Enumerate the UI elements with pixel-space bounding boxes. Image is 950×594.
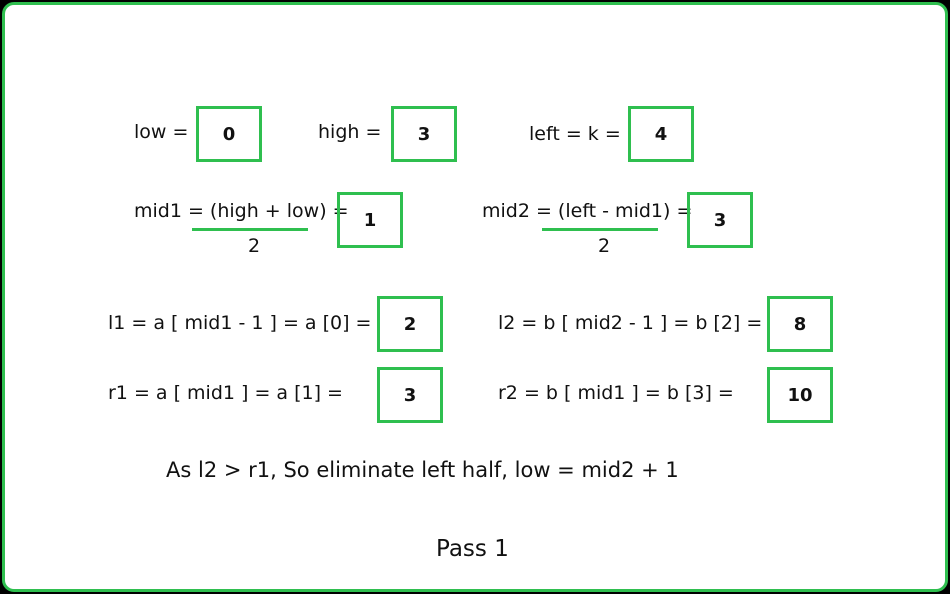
r2-value-box: 10 xyxy=(767,367,833,423)
r2-label: r2 = b [ mid1 ] = b [3] = xyxy=(498,382,734,404)
high-value-box: 3 xyxy=(391,106,457,162)
pass-caption: Pass 1 xyxy=(436,536,509,562)
r1-label: r1 = a [ mid1 ] = a [1] = xyxy=(108,382,343,404)
mid1-denominator: 2 xyxy=(248,235,261,257)
mid1-label: mid1 = (high + low) = xyxy=(134,200,349,222)
mid1-fraction-bar xyxy=(192,228,308,231)
r1-value-box: 3 xyxy=(377,367,443,423)
mid2-fraction-bar xyxy=(542,228,658,231)
mid1-value-box: 1 xyxy=(337,192,403,248)
left-value-box: 4 xyxy=(628,106,694,162)
l2-value-box: 8 xyxy=(767,296,833,352)
l1-label: l1 = a [ mid1 - 1 ] = a [0] = xyxy=(108,312,372,334)
low-value-box: 0 xyxy=(196,106,262,162)
mid2-denominator: 2 xyxy=(598,235,611,257)
mid2-label: mid2 = (left - mid1) = xyxy=(482,200,693,222)
mid2-value-box: 3 xyxy=(687,192,753,248)
low-label: low = xyxy=(134,121,189,143)
high-label: high = xyxy=(318,121,382,143)
l1-value-box: 2 xyxy=(377,296,443,352)
left-label: left = k = xyxy=(529,123,621,145)
l2-label: l2 = b [ mid2 - 1 ] = b [2] = xyxy=(498,312,763,334)
conclusion-text: As l2 > r1, So eliminate left half, low … xyxy=(166,458,679,482)
